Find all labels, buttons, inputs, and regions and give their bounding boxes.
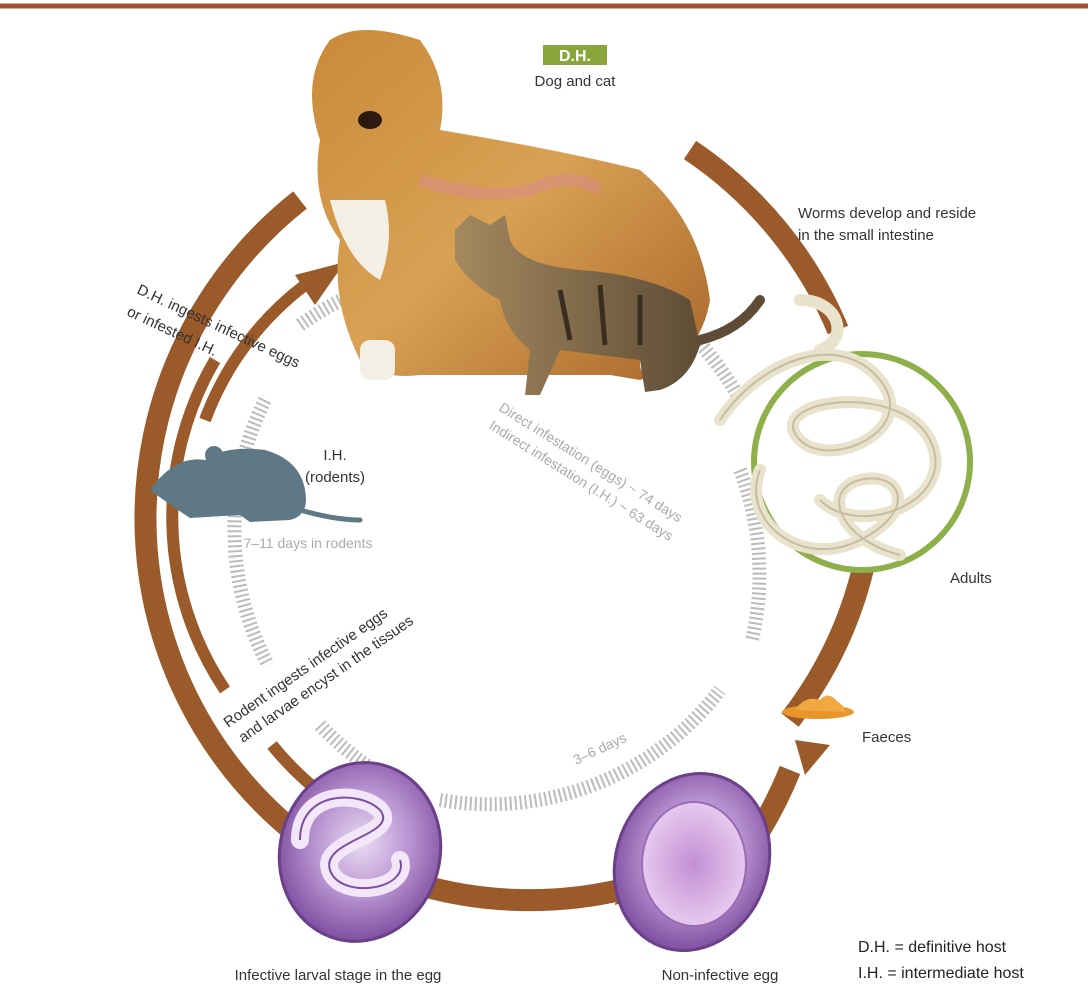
indirect-infestation: Indirect infestation (I.H.) ~ 63 days (486, 417, 676, 544)
cycle-arc-bottom (420, 885, 620, 900)
infective-egg-icon (259, 744, 460, 959)
faeces-label: Faeces (862, 729, 911, 746)
ticks-left (234, 400, 268, 665)
rodent-ingests-line1: Rodent ingests infective eggs (221, 605, 391, 731)
legend-ih: I.H. = intermediate host (858, 965, 1024, 982)
legend-dh: D.H. = definitive host (858, 939, 1007, 956)
ih-label-line2: (rodents) (305, 469, 365, 486)
rodent-arc (172, 360, 225, 690)
adults-label: Adults (950, 570, 992, 587)
adults-note-line1: Worms develop and reside (798, 205, 976, 222)
egg-development-duration: 3–6 days (571, 729, 629, 768)
ih-label-line1: I.H. (323, 447, 346, 464)
non-infective-egg-nucleus (642, 802, 746, 926)
infective-egg-label: Infective larval stage in the egg (235, 967, 442, 984)
egg-icon (590, 751, 794, 972)
arrow-head-faeces (795, 740, 830, 775)
non-infective-egg-label: Non-infective egg (662, 967, 779, 984)
direct-infestation: Direct infestation (eggs) ~ 74 days (496, 399, 685, 525)
adults-note-line2: in the small intestine (798, 227, 934, 244)
dh-caption: Dog and cat (535, 73, 617, 90)
rodent-duration: 7–11 days in rodents (244, 535, 373, 551)
dh-badge: D.H. (559, 48, 591, 65)
infective-egg-shell (259, 744, 460, 959)
